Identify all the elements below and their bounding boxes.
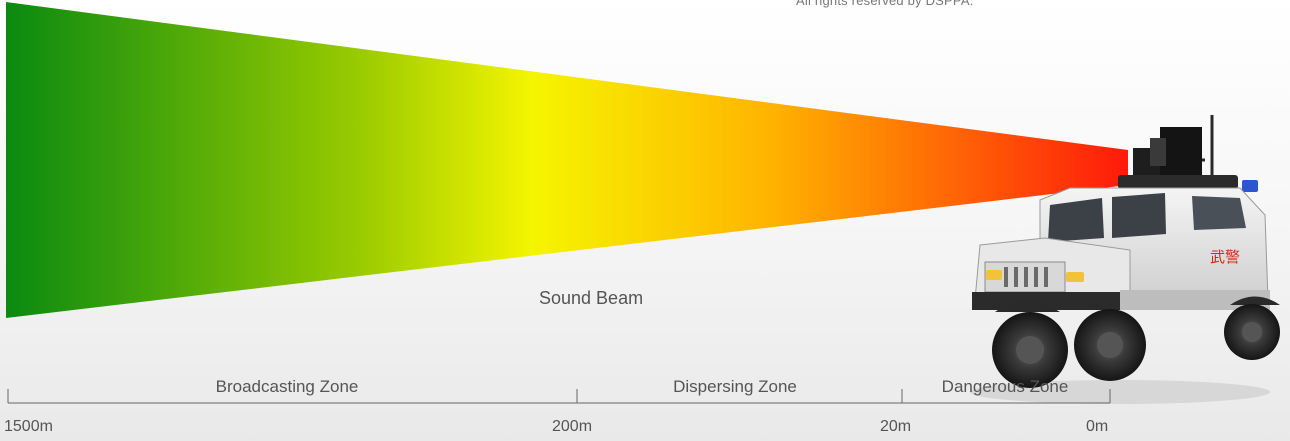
vehicle-marking: 武警 bbox=[1210, 248, 1240, 266]
dispersing-zone-label: Dispersing Zone bbox=[673, 377, 797, 396]
distance-label-0m: 0m bbox=[1086, 418, 1109, 435]
dangerous-zone-label: Dangerous Zone bbox=[941, 377, 1069, 396]
distance-label-200m: 200m bbox=[552, 418, 593, 435]
distance-label-1500m: 1500m bbox=[4, 418, 53, 435]
distance-label-20m: 20m bbox=[880, 418, 912, 435]
sound-beam bbox=[6, 2, 1128, 318]
broadcasting-zone-label: Broadcasting Zone bbox=[215, 377, 359, 396]
sound-beam-label: Sound Beam bbox=[539, 288, 644, 308]
copyright-notice: All rights reserved by DSPPA. bbox=[796, 0, 974, 8]
zone-scale bbox=[7, 389, 1111, 404]
vehicle-image: 武警 bbox=[970, 115, 1280, 404]
